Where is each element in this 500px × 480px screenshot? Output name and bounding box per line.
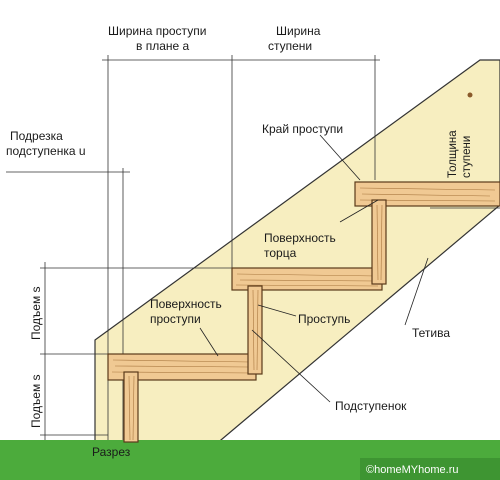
label-riser-trim-2: подступенка u [6,144,86,158]
label-tread-edge: Край проступи [262,122,343,136]
label-tread-surface-1: Поверхность [150,297,222,311]
label-rise-upper: Подъем s [29,286,43,340]
leader-lines [199,134,429,403]
label-tread-surface-2: проступи [150,312,201,326]
label-riser: Подступенок [335,399,407,413]
label-end-surface-1: Поверхность [264,231,336,245]
label-section: Разрез [92,445,131,459]
stringer-board [94,59,500,446]
label-step-thickness-2: ступени [461,136,473,178]
label-step-thickness-1: Толщина [447,130,459,178]
label-tread-width-plan-2: в плане a [136,39,190,53]
tread-middle [231,267,383,291]
label-tread: Проступь [298,312,350,326]
stringer-knot [467,92,473,98]
label-rise-lower: Подъем s [29,374,43,428]
label-stringer: Тетива [412,326,450,340]
label-step-width-1: Ширина [276,24,321,38]
watermark: ©homeMYhome.ru [366,464,458,476]
riser-lower [123,371,139,443]
label-tread-width-plan-1: Ширина проступи [108,24,206,38]
riser-upper [371,199,387,285]
label-step-width-2: ступени [268,39,312,53]
label-end-surface-2: торца [264,246,297,260]
label-riser-trim-1: Подрезка [10,129,63,143]
riser-middle [247,285,263,375]
watermark-bg [360,458,500,480]
